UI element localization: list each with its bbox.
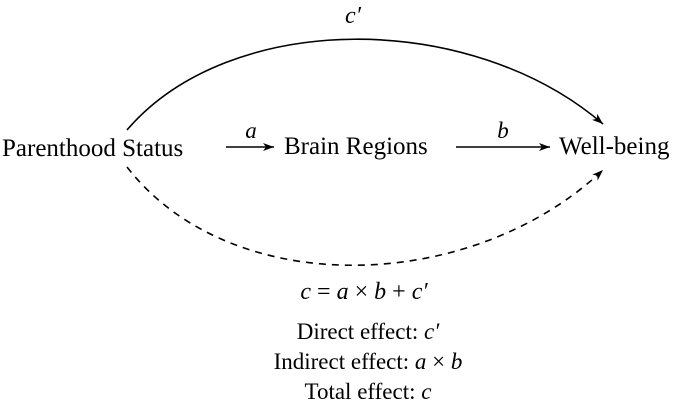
- equation-b: b: [374, 279, 386, 305]
- node-parenthood-status: Parenthood Status: [2, 135, 183, 162]
- equation-c-prime: c′: [412, 279, 429, 305]
- total-effect-label: Total effect:: [305, 379, 422, 403]
- direct-effect-label: Direct effect:: [297, 319, 424, 344]
- total-effect-symbol: c: [421, 379, 431, 403]
- direct-path-arc: [126, 38, 604, 131]
- equation-c: c: [300, 279, 311, 305]
- indirect-effect-line: Indirect effect: a × b: [274, 349, 463, 374]
- indirect-effect-b: b: [451, 349, 463, 374]
- equation-a: a: [337, 279, 349, 305]
- total-path-arc: [126, 166, 604, 266]
- indirect-effect-a: a: [415, 349, 427, 374]
- direct-effect-symbol: c′: [424, 319, 440, 344]
- path-b-label: b: [497, 118, 509, 143]
- direct-path-label: c′: [345, 3, 362, 29]
- node-well-being: Well-being: [559, 133, 670, 160]
- total-effect-line: Total effect: c: [305, 379, 432, 403]
- equation-times: ×: [349, 279, 375, 305]
- equation: c = a × b + c′: [300, 279, 428, 305]
- path-a-label: a: [245, 118, 257, 143]
- equation-plus: +: [386, 279, 412, 305]
- indirect-effect-label: Indirect effect:: [274, 349, 415, 374]
- equation-equals: =: [311, 279, 337, 305]
- direct-effect-line: Direct effect: c′: [297, 319, 440, 344]
- indirect-effect-times: ×: [426, 349, 450, 374]
- node-brain-regions: Brain Regions: [284, 133, 428, 160]
